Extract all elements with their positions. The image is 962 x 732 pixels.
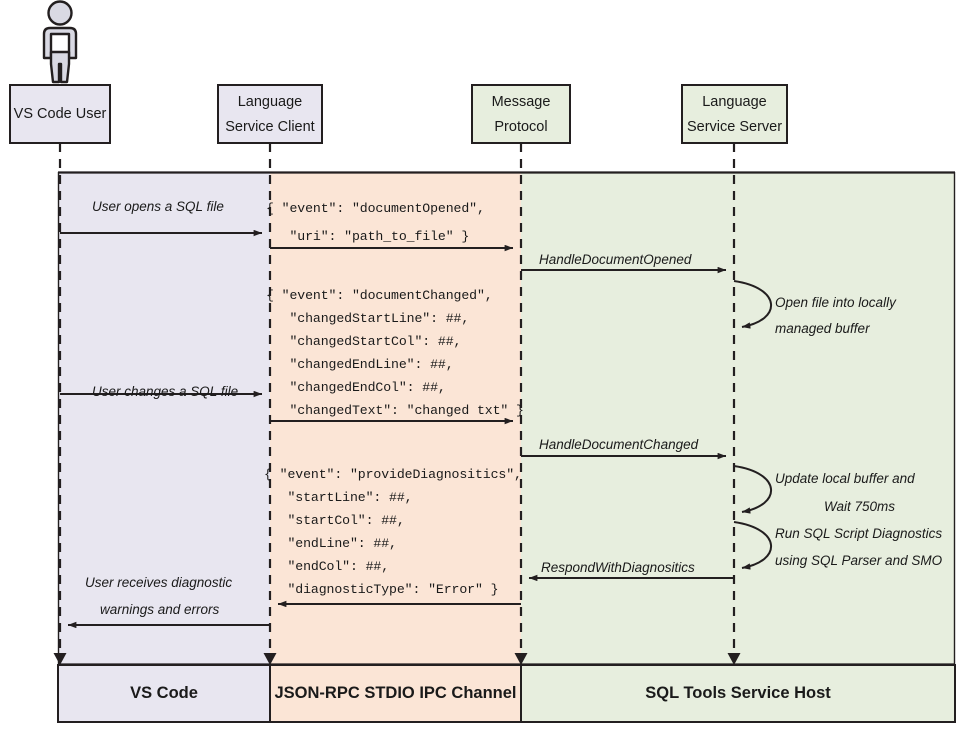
payload-document-changed-line5: "changedEndCol": ##, [266, 380, 446, 395]
header-box-msg-proto [471, 84, 571, 144]
self-note-run-diagnostics-line1: Run SQL Script Diagnostics [775, 526, 943, 541]
header-line2-ls-client: Service Client [225, 118, 315, 135]
payload-provide-diagnostics-line4: "endLine": ##, [264, 536, 397, 551]
payload-document-changed-line4: "changedEndLine": ##, [266, 357, 454, 372]
payload-provide-diagnostics-line3: "startCol": ##, [264, 513, 405, 528]
lifelines [58, 143, 736, 659]
header-line1-ls-client: Language [237, 93, 303, 110]
payload-document-changed-line6: "changedText": "changed txt" } [266, 403, 524, 418]
message-label-user-opens: User opens a SQL file [92, 199, 224, 214]
self-loop-run-diag [733, 521, 772, 570]
payload-provide-diagnostics-line1: { "event": "provideDiagnositics", [264, 467, 522, 482]
band-service [521, 172, 955, 665]
header-line1-vscode-user: VS Code User [13, 106, 107, 122]
header-label-message-protocol: Message Protocol [472, 85, 570, 143]
lifeline-bands [57, 171, 956, 666]
message-label-handle-document-changed: HandleDocumentChanged [539, 437, 699, 452]
footer-bar [57, 664, 956, 723]
self-note-open-file-line2: managed buffer [775, 321, 870, 336]
message-label-user-receives-line2: warnings and errors [100, 602, 220, 617]
message-label-user-changes: User changes a SQL file [92, 384, 239, 399]
self-note-update-buffer-line1: Update local buffer and [775, 471, 915, 486]
payload-document-changed-line2: "changedStartLine": ##, [266, 311, 470, 326]
lifeline-terminators [53, 653, 741, 665]
self-note-run-diagnostics-line2: using SQL Parser and SMO [775, 553, 943, 568]
message-label-respond-with-diagnostics: RespondWithDiagnositics [541, 560, 695, 575]
footer-label-vs-code: VS Code [130, 684, 198, 702]
message-arrows [60, 229, 734, 629]
payload-document-changed-line1: { "event": "documentChanged", [266, 288, 493, 303]
stick-figure-user-icon [42, 0, 78, 84]
payload-document-opened-line1: { "event": "documentOpened", [266, 201, 485, 216]
self-loop-arcs [733, 280, 772, 570]
header-label-ls-server: Language Service Server [682, 85, 787, 143]
band-ipc [270, 172, 521, 665]
payload-provide-diagnostics-line6: "diagnosticType": "Error" } [264, 582, 499, 597]
header-line1-ls-server: Language [702, 93, 767, 110]
message-label-user-receives-line1: User receives diagnostic [85, 575, 233, 590]
participant-header-boxes [9, 84, 788, 144]
band-vscode [58, 172, 270, 665]
payload-document-changed-line3: "changedStartCol": ##, [266, 334, 462, 349]
header-line2-ls-server: Service Server [686, 118, 783, 135]
self-loop-open-file [733, 280, 772, 329]
self-note-open-file-line1: Open file into locally [775, 295, 896, 310]
header-line2-message-protocol: Protocol [494, 118, 548, 135]
payload-provide-diagnostics-line2: "startLine": ##, [264, 490, 413, 505]
footer-region-service [520, 664, 956, 723]
footer-region-vscode [57, 664, 271, 723]
self-note-update-buffer-line2: Wait 750ms [824, 499, 896, 514]
footer-label-ipc-channel: JSON-RPC STDIO IPC Channel [274, 684, 517, 702]
header-box-vscode-user [9, 84, 111, 144]
message-label-handle-document-opened: HandleDocumentOpened [539, 252, 692, 267]
header-label-ls-client: Language Service Client [218, 85, 322, 143]
footer-region-ipc [269, 664, 522, 723]
payload-provide-diagnostics-line5: "endCol": ##, [264, 559, 390, 574]
header-label-vscode-user: VS Code User [10, 85, 110, 143]
footer-label-sql-tools-service-host: SQL Tools Service Host [645, 684, 831, 702]
self-loop-update-buf [733, 465, 772, 514]
header-line1-message-protocol: Message [491, 93, 551, 110]
payload-document-opened-line2: "uri": "path_to_file" } [266, 229, 470, 244]
